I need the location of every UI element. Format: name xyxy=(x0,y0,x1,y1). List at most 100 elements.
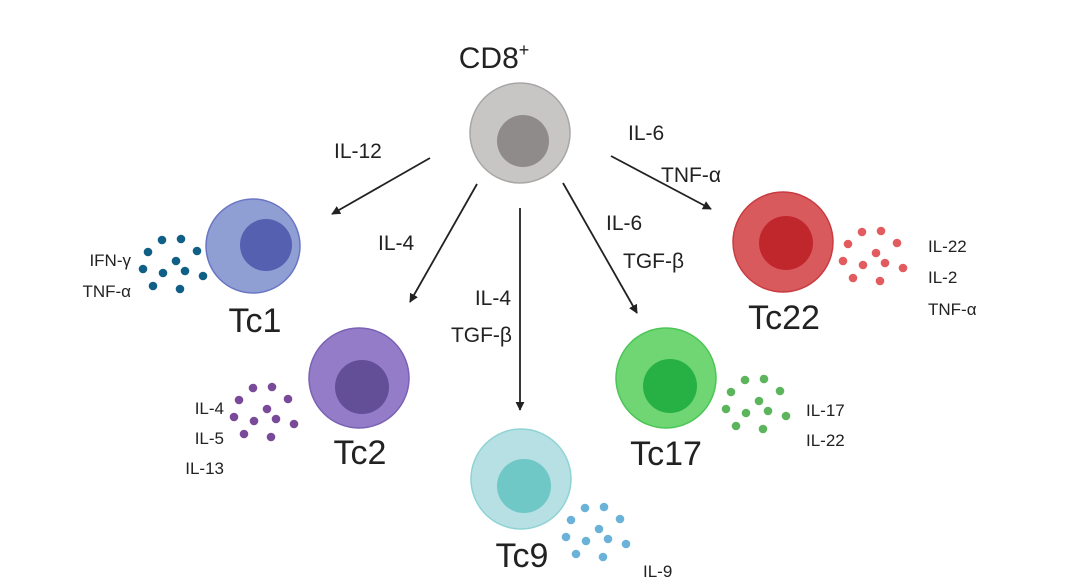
tc1-inducer: IL-12 xyxy=(334,140,382,163)
tc22-cytokine-dot xyxy=(838,256,848,266)
tc1-cytokine-dot xyxy=(198,271,208,281)
tc1-cell: Tc1 IFN-γ TNF-α xyxy=(82,198,301,340)
tc22-cytokine-dot xyxy=(875,276,885,286)
tc2-cytokine-dot xyxy=(283,394,293,404)
tc9-cytokine-dot xyxy=(594,524,604,534)
tc9-cytokine-dot xyxy=(581,536,591,546)
differentiation-arrows xyxy=(331,155,712,411)
tc1-cytokine-dot xyxy=(175,284,185,294)
cd8-cell: CD8+ xyxy=(459,40,571,184)
tc17-cytokine-dot xyxy=(763,406,773,416)
tc2-cytokine-dot xyxy=(248,383,258,393)
tc17-label: Tc17 xyxy=(630,435,702,473)
tc2-cytokine-dot xyxy=(289,419,299,429)
tc9-cytokine-1: IL-9 xyxy=(643,562,672,581)
cd8-cell-nucleus xyxy=(497,115,549,167)
tc22-inducer-1: IL-6 xyxy=(628,122,664,145)
tc17-cytokine-dot xyxy=(726,387,736,397)
tc17-cell: Tc17 IL-17 IL-22 xyxy=(615,327,845,473)
arrow-to-tc22 xyxy=(610,155,712,210)
tc9-cell: Tc9 IL-9 xyxy=(470,428,672,581)
tc1-cytokine-dot xyxy=(157,235,167,245)
tc1-cytokine-1: IFN-γ xyxy=(89,251,131,270)
tc22-cytokine-dots xyxy=(838,226,908,286)
tc17-cytokine-dot xyxy=(731,421,741,431)
tc2-cell: Tc2 IL-4 IL-5 IL-13 xyxy=(185,327,410,478)
tc1-cytokine-dot xyxy=(176,234,186,244)
tc17-inducer-1: IL-6 xyxy=(606,212,642,235)
tc2-cytokine-dot xyxy=(267,382,277,392)
tc1-cytokine-dot xyxy=(143,247,153,257)
tc9-cytokine-dot xyxy=(599,502,609,512)
tc2-cytokine-dot xyxy=(239,429,249,439)
tc2-cytokine-dot xyxy=(271,414,281,424)
tc1-cytokine-dot xyxy=(148,281,158,291)
tc17-cytokine-dot xyxy=(741,408,751,418)
tc22-cytokine-dot xyxy=(848,273,858,283)
tc22-cell: Tc22 IL-22 IL-2 TNF-α xyxy=(732,191,977,337)
tc2-cytokine-dot xyxy=(229,412,239,422)
tc9-cytokine-dot xyxy=(580,503,590,513)
tc17-inducer-2: TGF-β xyxy=(623,250,684,273)
tc22-cytokine-dot xyxy=(857,227,867,237)
tc22-cytokine-dot xyxy=(876,226,886,236)
tc17-cytokine-dot xyxy=(758,424,768,434)
tc17-cell-nucleus xyxy=(643,359,697,413)
tc1-cytokine-dot xyxy=(138,264,148,274)
tc2-label: Tc2 xyxy=(334,434,387,472)
tc17-cytokine-dots xyxy=(721,374,791,434)
tc1-cytokine-2: TNF-α xyxy=(82,282,131,301)
tc22-cytokine-dot xyxy=(898,263,908,273)
tc17-cytokine-dot xyxy=(759,374,769,384)
tc22-label: Tc22 xyxy=(748,299,820,337)
tc1-label: Tc1 xyxy=(229,302,282,340)
arrow-to-tc1 xyxy=(331,157,431,215)
tc9-inducer-2: TGF-β xyxy=(451,324,512,347)
tc9-cytokine-dot xyxy=(561,532,571,542)
tc9-cytokine-dot xyxy=(571,549,581,559)
tc9-cytokine-dot xyxy=(598,552,608,562)
tc1-cell-nucleus xyxy=(240,219,292,271)
tc9-inducer-1: IL-4 xyxy=(475,287,512,310)
tc2-cytokine-2: IL-5 xyxy=(195,429,224,448)
tc1-cytokine-dot xyxy=(171,256,181,266)
tc2-cell-nucleus xyxy=(335,360,389,414)
tc17-cytokine-dot xyxy=(721,404,731,414)
tc17-cytokine-2: IL-22 xyxy=(806,431,845,450)
tc22-cytokine-2: IL-2 xyxy=(928,268,957,287)
tc22-cytokine-1: IL-22 xyxy=(928,237,967,256)
inducer-labels: IL-12 IL-4 IL-4 TGF-β IL-6 TGF-β IL-6 TN… xyxy=(334,122,721,347)
cd8-label: CD8+ xyxy=(459,40,530,75)
tc2-cytokine-dot xyxy=(234,395,244,405)
tc17-cytokine-1: IL-17 xyxy=(806,401,845,420)
arrow-to-tc2 xyxy=(409,183,478,303)
tc2-cytokine-dot xyxy=(262,404,272,414)
tc9-cytokine-dots xyxy=(561,502,631,562)
tc22-cell-nucleus xyxy=(759,216,813,270)
tc2-cytokine-1: IL-4 xyxy=(195,399,224,418)
tc17-cytokine-dot xyxy=(775,386,785,396)
tc9-cytokine-dot xyxy=(621,539,631,549)
tc2-inducer: IL-4 xyxy=(378,232,415,255)
tc9-cytokine-dot xyxy=(603,534,613,544)
tc22-cytokine-dot xyxy=(843,239,853,249)
tc2-cytokine-dot xyxy=(249,416,259,426)
tc22-cytokine-dot xyxy=(858,260,868,270)
tc2-cytokine-dots xyxy=(229,382,299,442)
tc17-cytokine-dot xyxy=(754,396,764,406)
tc1-cytokine-dot xyxy=(192,246,202,256)
tc2-cytokine-3: IL-13 xyxy=(185,459,224,478)
tc22-cytokine-dot xyxy=(892,238,902,248)
tc2-cytokine-dot xyxy=(266,432,276,442)
tc1-cytokine-dots xyxy=(138,234,208,294)
tc1-cytokine-dot xyxy=(158,268,168,278)
tc22-inducer-2: TNF-α xyxy=(661,164,721,187)
tc9-cell-nucleus xyxy=(497,459,551,513)
tc9-cytokine-dot xyxy=(566,515,576,525)
tc17-cytokine-dot xyxy=(740,375,750,385)
tc9-label: Tc9 xyxy=(496,537,549,575)
tc22-cytokine-dot xyxy=(871,248,881,258)
tc1-cytokine-dot xyxy=(180,266,190,276)
tc17-cytokine-dot xyxy=(781,411,791,421)
